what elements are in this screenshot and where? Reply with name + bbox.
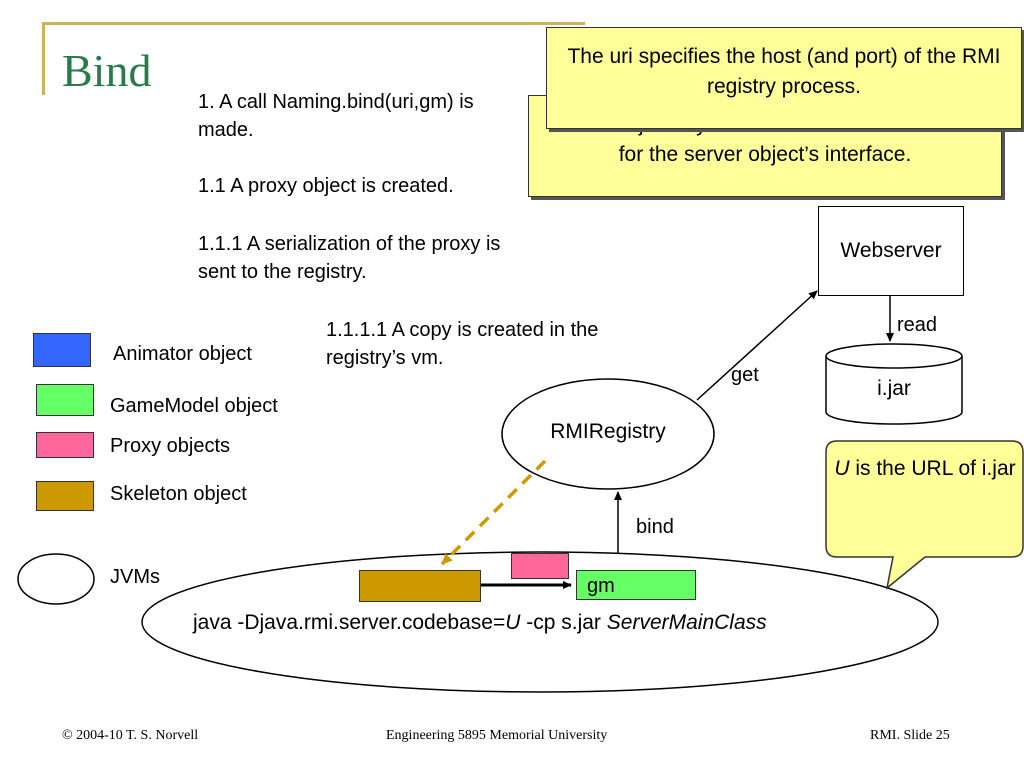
step-2-text: 1.1 A proxy object is created.	[198, 175, 454, 197]
legend-gamemodel-swatch	[36, 384, 94, 416]
slide-title: Bind	[62, 45, 152, 96]
webserver-label: Webserver	[840, 239, 942, 262]
jar-cylinder	[825, 343, 963, 425]
legend-skeleton-label: Skeleton object	[110, 483, 247, 505]
url-note-u: U	[834, 457, 850, 480]
jar-label: i.jar	[877, 377, 911, 400]
get-label: get	[731, 364, 759, 386]
jar-note-line-2: for the server object’s interface.	[618, 143, 912, 166]
step-4-text: 1.1.1.1 A copy is created in the registr…	[326, 319, 599, 369]
legend-animator-swatch	[33, 333, 91, 367]
legend-proxy-label: Proxy objects	[110, 435, 231, 457]
webserver-box: Webserver	[818, 206, 964, 296]
legend-jvm-ellipse	[17, 553, 95, 605]
rmiregistry-label: RMIRegistry	[550, 420, 666, 443]
step-3-text: 1.1.1 A serialization of the proxy is se…	[198, 233, 501, 283]
get-arrow	[696, 290, 818, 401]
command-line: java -Djava.rmi.server.codebase=U -cp s.…	[193, 611, 767, 635]
footer-course: Engineering 5895 Memorial University	[386, 728, 608, 743]
proxy-object	[511, 553, 569, 579]
bind-label: bind	[636, 516, 674, 538]
gm-object: gm	[576, 570, 696, 600]
step-1-text: 1. A call Naming.bind(uri,gm) is made.	[198, 91, 474, 141]
copy-dashed-arrow	[440, 459, 547, 566]
url-note-text: U is the URL of i.jar	[832, 455, 1018, 483]
url-note-rest: is the URL of i.jar	[849, 457, 1016, 480]
legend-jvms-label: JVMs	[110, 566, 160, 588]
server-jvm-ellipse	[141, 551, 939, 693]
footer-copyright: © 2004-10 T. S. Norvell	[62, 728, 199, 743]
skeleton-object	[359, 570, 481, 602]
command-prefix: java -Djava.rmi.server.codebase=	[193, 611, 506, 634]
legend-skeleton-swatch	[36, 481, 94, 511]
footer-slide-number: RMI. Slide 25	[870, 728, 950, 743]
legend-animator-label: Animator object	[113, 343, 252, 365]
legend-gamemodel-label: GameModel object	[110, 395, 278, 417]
gm-label: gm	[587, 575, 615, 597]
command-class: ServerMainClass	[606, 611, 767, 634]
legend-proxy-swatch	[36, 432, 94, 458]
url-note-callout	[825, 440, 1024, 590]
title-frame	[42, 22, 585, 95]
command-u: U	[505, 611, 521, 634]
read-label: read	[897, 314, 938, 336]
rmiregistry-ellipse	[501, 378, 715, 490]
command-mid: -cp s.jar	[520, 611, 607, 634]
uri-note: The uri specifies the host (and port) of…	[546, 27, 1022, 129]
